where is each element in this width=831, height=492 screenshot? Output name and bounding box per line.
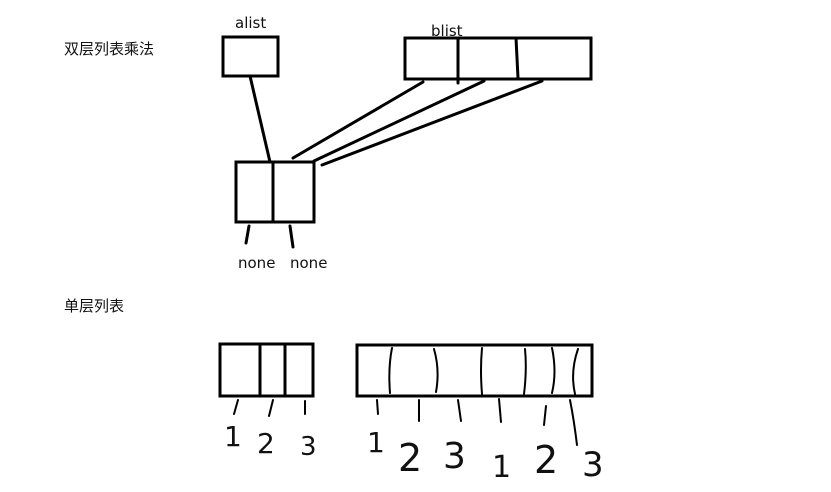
- large-list-divider-5: [551, 347, 556, 394]
- large-list-pointer-4: [498, 398, 502, 423]
- large-list-number-2: 2: [398, 436, 422, 480]
- large-list-box: [355, 343, 594, 398]
- alist-box: [221, 35, 280, 78]
- large-list-pointer-1: [376, 399, 379, 415]
- large-list-number-6: 3: [582, 445, 604, 485]
- large-list-pointer-6: [569, 399, 578, 446]
- edge-blist-cell3-to-node: [320, 79, 544, 167]
- large-list-number-5: 2: [534, 438, 558, 482]
- pointer-left-none: [244, 224, 251, 245]
- label-none-right: none: [290, 254, 327, 272]
- large-list-pointer-3: [457, 399, 462, 422]
- label-none-left: none: [238, 254, 275, 272]
- node-box: [234, 160, 316, 224]
- small-list-number-2: 2: [257, 427, 275, 460]
- edge-blist-cell1-to-node: [291, 80, 425, 160]
- blist-divider-2: [514, 36, 520, 80]
- large-list-divider-4: [523, 348, 527, 395]
- small-list-box: [218, 342, 315, 398]
- large-list-divider-2: [433, 348, 439, 393]
- large-list-number-1: 1: [367, 426, 385, 459]
- small-list-number-3: 3: [300, 432, 317, 462]
- large-list-divider-6: [572, 348, 579, 395]
- large-list-pointer-5: [543, 405, 547, 426]
- small-list-pointer-1: [233, 399, 239, 415]
- heading-nested-list-multiplication: 双层列表乘法: [64, 40, 154, 58]
- heading-single-list: 单层列表: [64, 297, 124, 315]
- small-list-pointer-2: [268, 399, 274, 417]
- large-list-divider-1: [388, 347, 393, 394]
- small-list-number-1: 1: [224, 420, 242, 453]
- pointer-right-none: [288, 224, 295, 249]
- blist-box: [403, 36, 593, 81]
- label-blist: blist: [431, 22, 463, 40]
- edge-alist-to-node: [248, 74, 272, 164]
- label-alist: alist: [235, 14, 266, 32]
- large-list-divider-3: [480, 347, 483, 395]
- large-list-number-4: 1: [492, 450, 511, 485]
- large-list-number-3: 3: [443, 436, 466, 477]
- edge-blist-cell2-to-node: [312, 79, 486, 163]
